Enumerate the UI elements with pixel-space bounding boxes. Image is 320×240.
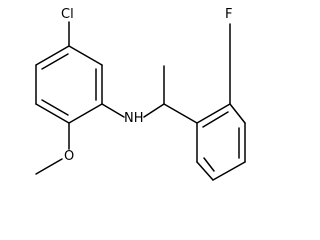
- ring-bond-4: [68, 103, 103, 124]
- ring-bond-5: [196, 161, 214, 181]
- ring-bond-2: [68, 45, 103, 66]
- ring-double-bond-3: [41, 99, 69, 116]
- chlorine-label: Cl: [61, 7, 74, 22]
- amine-bond-right: [143, 103, 165, 118]
- ring-bond-1: [196, 103, 231, 124]
- amine-label: NH: [124, 111, 144, 126]
- methyl-bond-methoxy: [35, 158, 63, 175]
- aryl-link-bond: [163, 103, 198, 124]
- oxygen-label: O: [64, 149, 74, 164]
- ring-bond-1: [35, 45, 70, 66]
- ring-bond-5: [35, 103, 70, 124]
- chemical-structure: Cl NH F O: [35, 7, 246, 181]
- left-aromatic-ring: [35, 45, 103, 124]
- ring-double-bond-1: [41, 53, 69, 70]
- ring-double-bond-3: [203, 157, 215, 172]
- fluorine-label: F: [225, 7, 232, 22]
- ring-double-bond-1: [202, 111, 229, 128]
- ring-bond-4: [212, 161, 246, 181]
- ring-bond-2: [229, 103, 246, 124]
- right-aromatic-ring: [196, 103, 246, 181]
- amine-bond-left: [101, 103, 125, 118]
